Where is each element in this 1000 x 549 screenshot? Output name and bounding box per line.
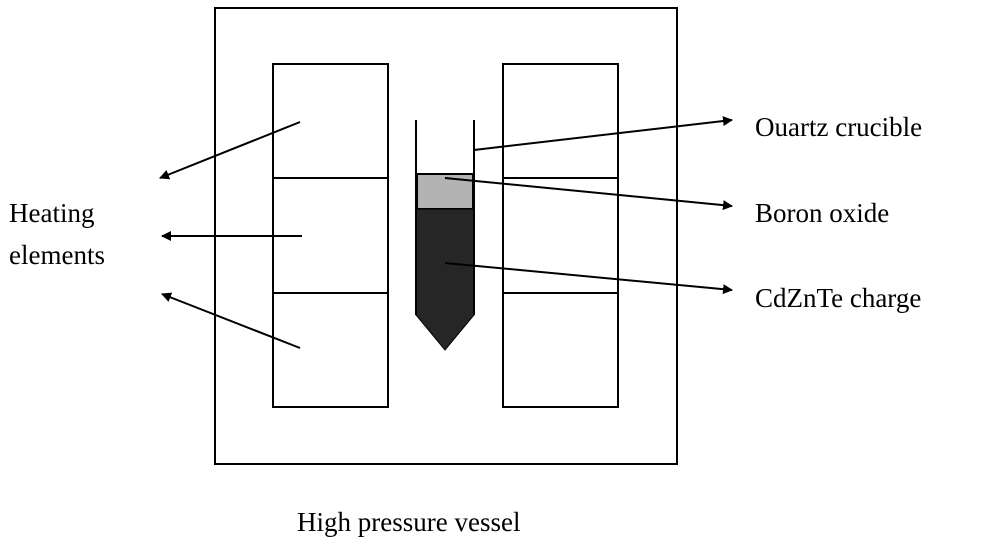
cdznte-charge bbox=[415, 208, 475, 351]
left-heater-bottom bbox=[272, 292, 389, 408]
heating-arrow-top bbox=[159, 121, 301, 180]
boron-arrow bbox=[444, 177, 733, 211]
charge-arrow bbox=[444, 262, 733, 295]
heating-label-line1: Heating bbox=[9, 198, 95, 228]
right-heater-middle bbox=[502, 177, 619, 294]
heating-label-line2: elements bbox=[9, 240, 105, 270]
right-heater-top bbox=[502, 63, 619, 179]
right-heater-column bbox=[502, 63, 619, 408]
vessel-caption: High pressure vessel bbox=[297, 507, 521, 537]
boron-oxide-label: Boron oxide bbox=[755, 198, 890, 228]
left-heater-column bbox=[272, 63, 389, 408]
left-heater-top bbox=[272, 63, 389, 179]
right-heater-bottom bbox=[502, 292, 619, 408]
quartz-arrow bbox=[473, 116, 733, 151]
crucible bbox=[415, 120, 475, 351]
cdznte-charge-label: CdZnTe charge bbox=[755, 283, 922, 313]
quartz-crucible-label: Ouartz crucible bbox=[755, 112, 923, 142]
heating-arrow-bottom bbox=[161, 292, 301, 349]
